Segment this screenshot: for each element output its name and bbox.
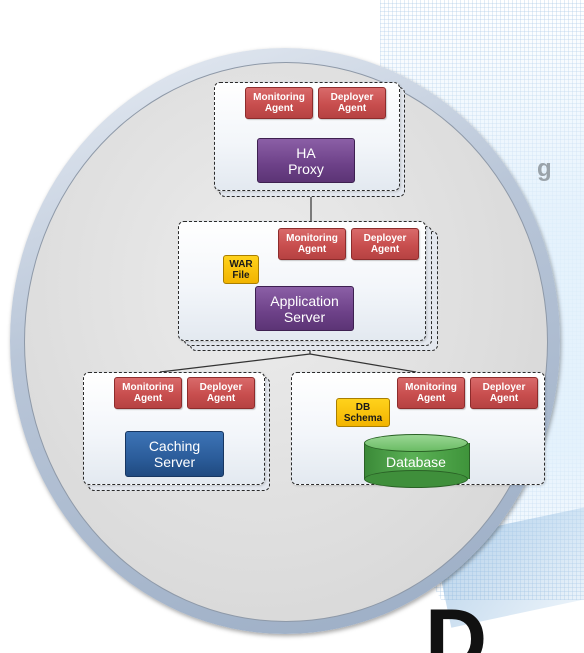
application-server: Application Server <box>255 286 354 331</box>
connector-to-cache <box>159 353 311 373</box>
ha-proxy: HA Proxy <box>257 138 355 183</box>
ha-deployer-agent: Deployer Agent <box>318 87 386 119</box>
cache-deployer-agent: Deployer Agent <box>187 377 255 409</box>
db-deployer-agent: Deployer Agent <box>470 377 538 409</box>
app-monitoring-agent: Monitoring Agent <box>278 228 346 260</box>
cache-monitoring-agent: Monitoring Agent <box>114 377 182 409</box>
app-deployer-agent: Deployer Agent <box>351 228 419 260</box>
war-file-artifact: WAR File <box>223 255 259 284</box>
db-schema-artifact: DB Schema <box>336 398 390 427</box>
ha-monitoring-agent: Monitoring Agent <box>245 87 313 119</box>
background-letter: g <box>537 155 552 182</box>
database-cylinder-bottom <box>364 470 468 488</box>
caching-server: Caching Server <box>125 431 224 477</box>
database-label: Database <box>386 454 446 470</box>
background-large-glyph: D <box>425 600 488 653</box>
database-cylinder-top <box>364 434 468 452</box>
db-monitoring-agent: Monitoring Agent <box>397 377 465 409</box>
connector-to-db <box>309 353 417 373</box>
